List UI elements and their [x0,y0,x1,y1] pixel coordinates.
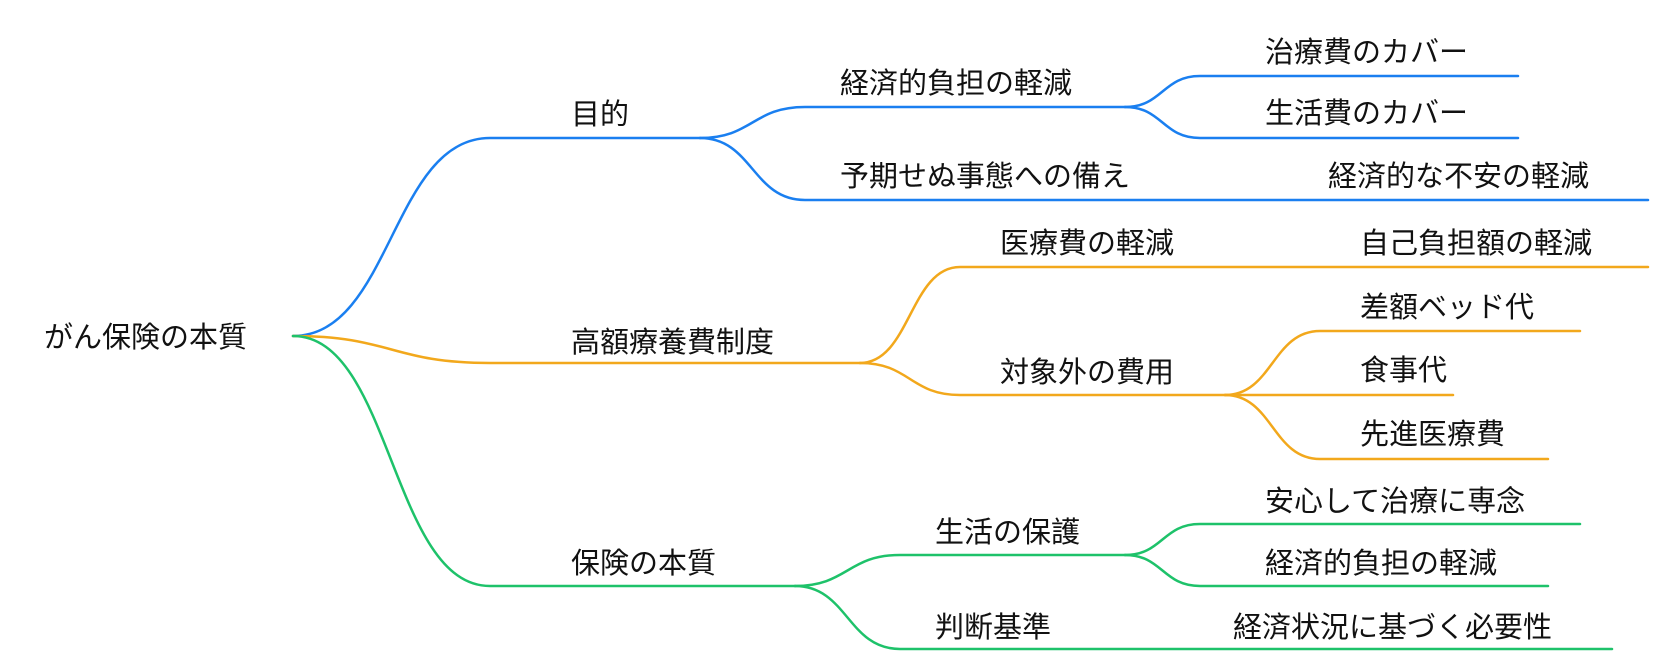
edge-excluded-advanced [1223,393,1550,461]
edge-life-economic [1123,553,1550,588]
edge-economic-treatment [1123,74,1520,109]
root-node: がん保険の本質 [44,320,248,354]
edge-essence-criteria [793,584,1614,651]
leaf-meal-fee: 食事代 [1360,353,1448,387]
edge-economic-living [1123,105,1520,140]
edge-root-purpose [291,136,702,338]
leaf-economic-burden-2: 経済的負担の軽減 [1265,546,1498,580]
node-life-protection: 生活の保護 [935,515,1081,549]
branch-high-cost-system: 高額療養費制度 [571,325,775,359]
node-unexpected-prep: 予期せぬ事態への備え [840,159,1131,193]
leaf-treatment-cost-cover: 治療費のカバー [1265,35,1469,69]
edge-highcost-medical [858,265,1650,365]
leaf-focus-on-treatment: 安心して治療に専念 [1265,484,1526,518]
edge-root-highcost [291,334,862,365]
node-economic-burden: 経済的負担の軽減 [840,66,1073,100]
branch-purpose: 目的 [571,97,630,131]
leaf-living-cost-cover: 生活費のカバー [1265,96,1469,130]
leaf-economic-anxiety: 経済的な不安の軽減 [1328,159,1590,193]
edge-purpose-economic [698,105,1127,140]
edge-essence-life [793,553,1127,588]
node-medical-cost-reduction: 医療費の軽減 [1000,226,1175,260]
leaf-self-pay-reduction: 自己負担額の軽減 [1360,226,1593,260]
node-judgment-criteria: 判断基準 [935,610,1052,644]
branch-insurance-essence: 保険の本質 [571,546,717,580]
edge-root-essence [291,334,797,588]
edge-life-focus [1123,522,1582,557]
edge-highcost-excluded [858,361,1227,397]
edge-purpose-unexpected [698,136,1650,202]
edge-excluded-bed [1223,329,1582,397]
leaf-bed-fee: 差額ベッド代 [1360,290,1535,324]
connector-lines [291,74,1650,651]
node-excluded-costs: 対象外の費用 [1000,355,1175,389]
leaf-necessity-by-economy: 経済状況に基づく必要性 [1233,610,1553,644]
leaf-advanced-medical: 先進医療費 [1360,417,1506,451]
